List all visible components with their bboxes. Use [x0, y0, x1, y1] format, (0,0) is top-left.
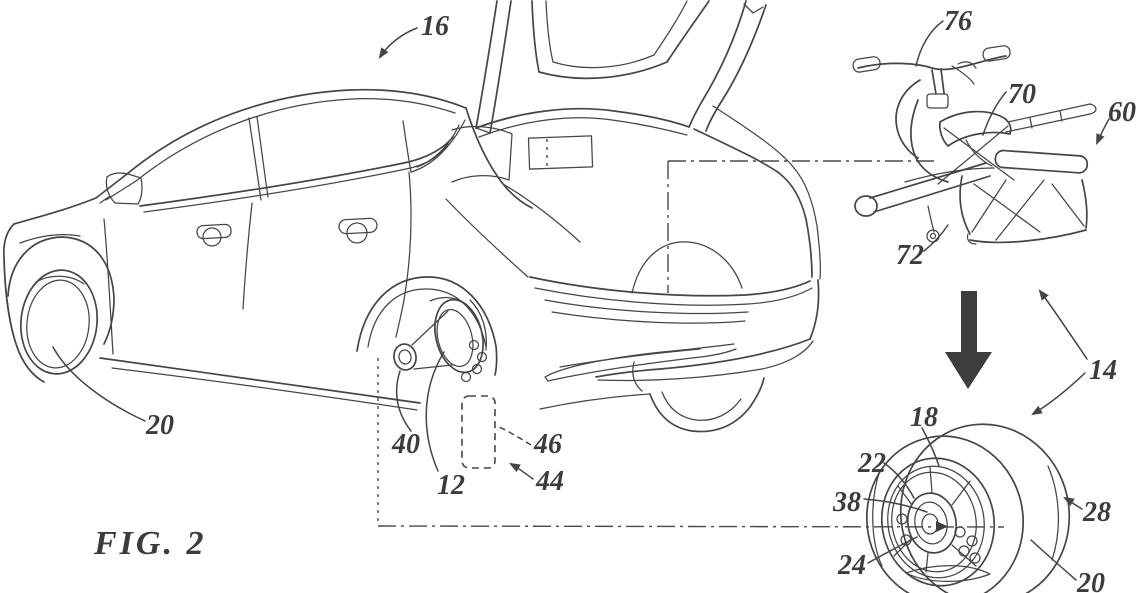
ref-label-46: 46 [533, 429, 562, 460]
leader-24 [867, 536, 918, 564]
ref-labels: 16 76 70 60 72 14 18 22 38 24 28 20 40 1… [145, 6, 1136, 593]
detached-wheel-drawing [865, 423, 1071, 593]
ref-label-72: 72 [896, 240, 924, 271]
cargo-area [445, 107, 813, 324]
down-arrow-icon [945, 291, 992, 389]
ref-label-12: 12 [437, 470, 465, 501]
front-wheel-well-empty [7, 236, 115, 375]
ref-label-40: 40 [391, 429, 420, 460]
ref-label-18: 18 [910, 402, 938, 433]
leader-14-upper [1038, 289, 1088, 360]
liftgate-open [475, 0, 767, 138]
rim-outer [880, 457, 996, 587]
leader-20-vehicle [52, 346, 146, 422]
hub-outer [906, 492, 958, 554]
side-mirror [99, 172, 143, 205]
rear-wheel-well-empty [356, 276, 498, 376]
leader-70 [982, 91, 1007, 136]
leader-60 [1096, 118, 1110, 146]
ref-label-16: 16 [421, 11, 449, 42]
liftgate-glass [531, 0, 710, 80]
ref-label-44: 44 [535, 466, 564, 497]
folded-ebike-drawing [852, 45, 1097, 245]
figure-caption: FIG. 2 [93, 525, 206, 562]
leader-40 [395, 370, 412, 432]
ref-label-24: 24 [837, 550, 866, 581]
leader-22 [883, 462, 915, 499]
tire-outer [899, 423, 1071, 593]
leader-lines [52, 20, 1110, 581]
side-skirt [544, 343, 737, 382]
front-door-handle [196, 223, 232, 247]
rear-hub-assembly [393, 296, 488, 383]
ref-label-76: 76 [944, 6, 972, 37]
folded-seat [938, 110, 1012, 147]
ref-label-38: 38 [832, 487, 861, 518]
rear-door-handle [338, 217, 378, 244]
wheel-axis-centerline [377, 525, 1005, 528]
leader-28 [1063, 496, 1083, 510]
leader-14-lower [1031, 372, 1086, 416]
jack-zone-dashed-box [461, 395, 496, 469]
leader-38 [863, 498, 928, 513]
vehicle-drawing [2, 0, 821, 433]
leader-18 [921, 427, 940, 467]
handlebar [857, 55, 1007, 71]
leader-44 [509, 462, 534, 480]
leader-12 [425, 351, 445, 472]
ref-label-20-wheel: 20 [1076, 568, 1105, 593]
ref-label-28: 28 [1082, 497, 1111, 528]
ref-label-60: 60 [1108, 97, 1136, 128]
leader-76 [915, 20, 944, 67]
ref-label-14: 14 [1089, 355, 1117, 386]
rear-bumper [595, 105, 821, 382]
leader-20-wheel [1030, 539, 1077, 581]
leader-46 [496, 425, 532, 446]
leader-72 [923, 224, 949, 252]
ref-label-20-vehicle: 20 [145, 410, 174, 441]
ref-label-70: 70 [1008, 79, 1036, 110]
tire-front-sidewall [865, 435, 1025, 593]
phantom-guides [377, 160, 1005, 532]
axis-arrowhead [936, 521, 948, 532]
ref-label-22: 22 [857, 448, 886, 479]
far-side-rear-tire [539, 361, 765, 433]
leader-16 [378, 27, 418, 59]
left-grip [852, 56, 881, 73]
right-grip [982, 45, 1011, 62]
